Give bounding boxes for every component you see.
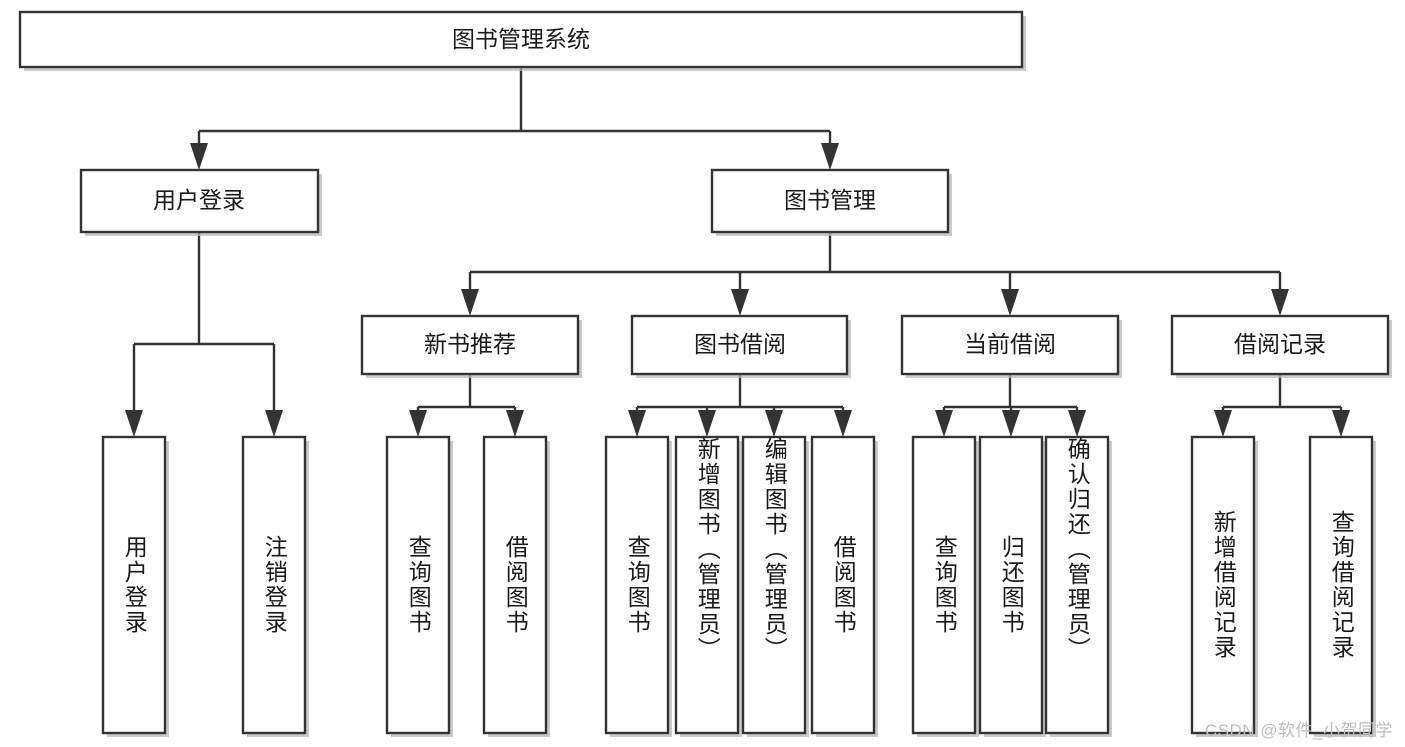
leaf-node-user-login[interactable] [101,435,169,737]
node-current-borrow-box [900,314,1120,376]
arrowhead-current [1001,289,1019,316]
node-user-login[interactable]: 用户登录 [79,168,322,236]
edges-group [125,67,1350,437]
leaf-confirm-return-box [1044,435,1110,735]
leaf-node-borrow-book-1[interactable] [482,435,550,737]
arrowhead-leaf-add-book [698,410,716,437]
node-book-management[interactable]: 图书管理 [710,168,952,236]
node-current-borrow-label: 当前借阅 [964,331,1056,357]
arrowhead-leaf-query-book-2 [628,410,646,437]
node-new-book-recommend[interactable]: 新书推荐 [360,314,582,378]
leaf-return-book-box [978,435,1044,735]
arrowhead-leaf-borrow-book-2 [834,410,852,437]
node-book-borrow-label: 图书借阅 [694,331,786,357]
leaf-node-query-book-2[interactable] [604,435,672,737]
arrowhead-leaf-borrow-book-1 [506,410,524,437]
arrowhead-leaf-confirm-return [1068,410,1086,437]
arrowhead-leaf-user-login [125,410,143,437]
arrowhead-user-login [190,143,208,170]
node-user-login-label: 用户登录 [153,187,245,213]
leaf-add-book-box [674,435,740,735]
leaf-node-add-book[interactable] [674,435,742,737]
node-book-borrow-box [630,314,849,376]
node-borrow-record[interactable]: 借阅记录 [1170,314,1392,378]
arrowhead-leaf-query-book-3 [935,410,953,437]
arrowhead-borrow [731,289,749,316]
leaf-user-login-box [101,435,167,735]
leaf-node-edit-book[interactable] [741,435,809,737]
arrowhead-leaf-add-record [1214,410,1232,437]
leaf-borrow-book-2-box [810,435,876,735]
arrowhead-record [1271,289,1289,316]
arrowhead-leaf-query-book-1 [409,410,427,437]
arrowhead-newbook [461,289,479,316]
leaf-query-record-box [1308,435,1374,735]
arrowhead-book-mgmt [821,143,839,170]
node-borrow-record-box [1170,314,1390,376]
leaf-node-return-book[interactable] [978,435,1046,737]
leaf-query-book-3-box [911,435,977,735]
leaf-query-book-1-box [385,435,451,735]
node-book-management-box [710,168,950,234]
arrowhead-leaf-edit-book [765,410,783,437]
node-current-borrow[interactable]: 当前借阅 [900,314,1122,378]
node-borrow-record-label: 借阅记录 [1234,331,1326,357]
watermark-text: CSDN @软件_小贺同学 [1204,721,1393,740]
leaf-node-query-book-3[interactable] [911,435,979,737]
leaf-add-record-box [1190,435,1256,735]
leaf-node-logout[interactable] [241,435,309,737]
arrowhead-leaf-return-book [1002,410,1020,437]
node-new-book-recommend-box [360,314,580,376]
arrowhead-leaf-query-record [1332,410,1350,437]
leaf-node-query-record[interactable] [1308,435,1376,737]
leaf-logout-box [241,435,307,735]
leaf-node-confirm-return[interactable] [1044,435,1112,737]
node-book-borrow[interactable]: 图书借阅 [630,314,851,378]
node-root[interactable]: 图书管理系统 [18,10,1026,71]
leaf-edit-book-box [741,435,807,735]
node-book-management-label: 图书管理 [784,187,876,213]
leaf-borrow-book-1-box [482,435,548,735]
node-root-box [18,10,1024,69]
leaf-node-borrow-book-2[interactable] [810,435,878,737]
node-new-book-recommend-label: 新书推荐 [424,331,516,357]
node-user-login-box [79,168,320,234]
leaf-node-query-book-1[interactable] [385,435,453,737]
leaf-query-book-2-box [604,435,670,735]
leaf-node-add-record[interactable] [1190,435,1258,737]
node-root-label: 图书管理系统 [452,26,590,52]
arrowhead-leaf-logout [265,410,283,437]
